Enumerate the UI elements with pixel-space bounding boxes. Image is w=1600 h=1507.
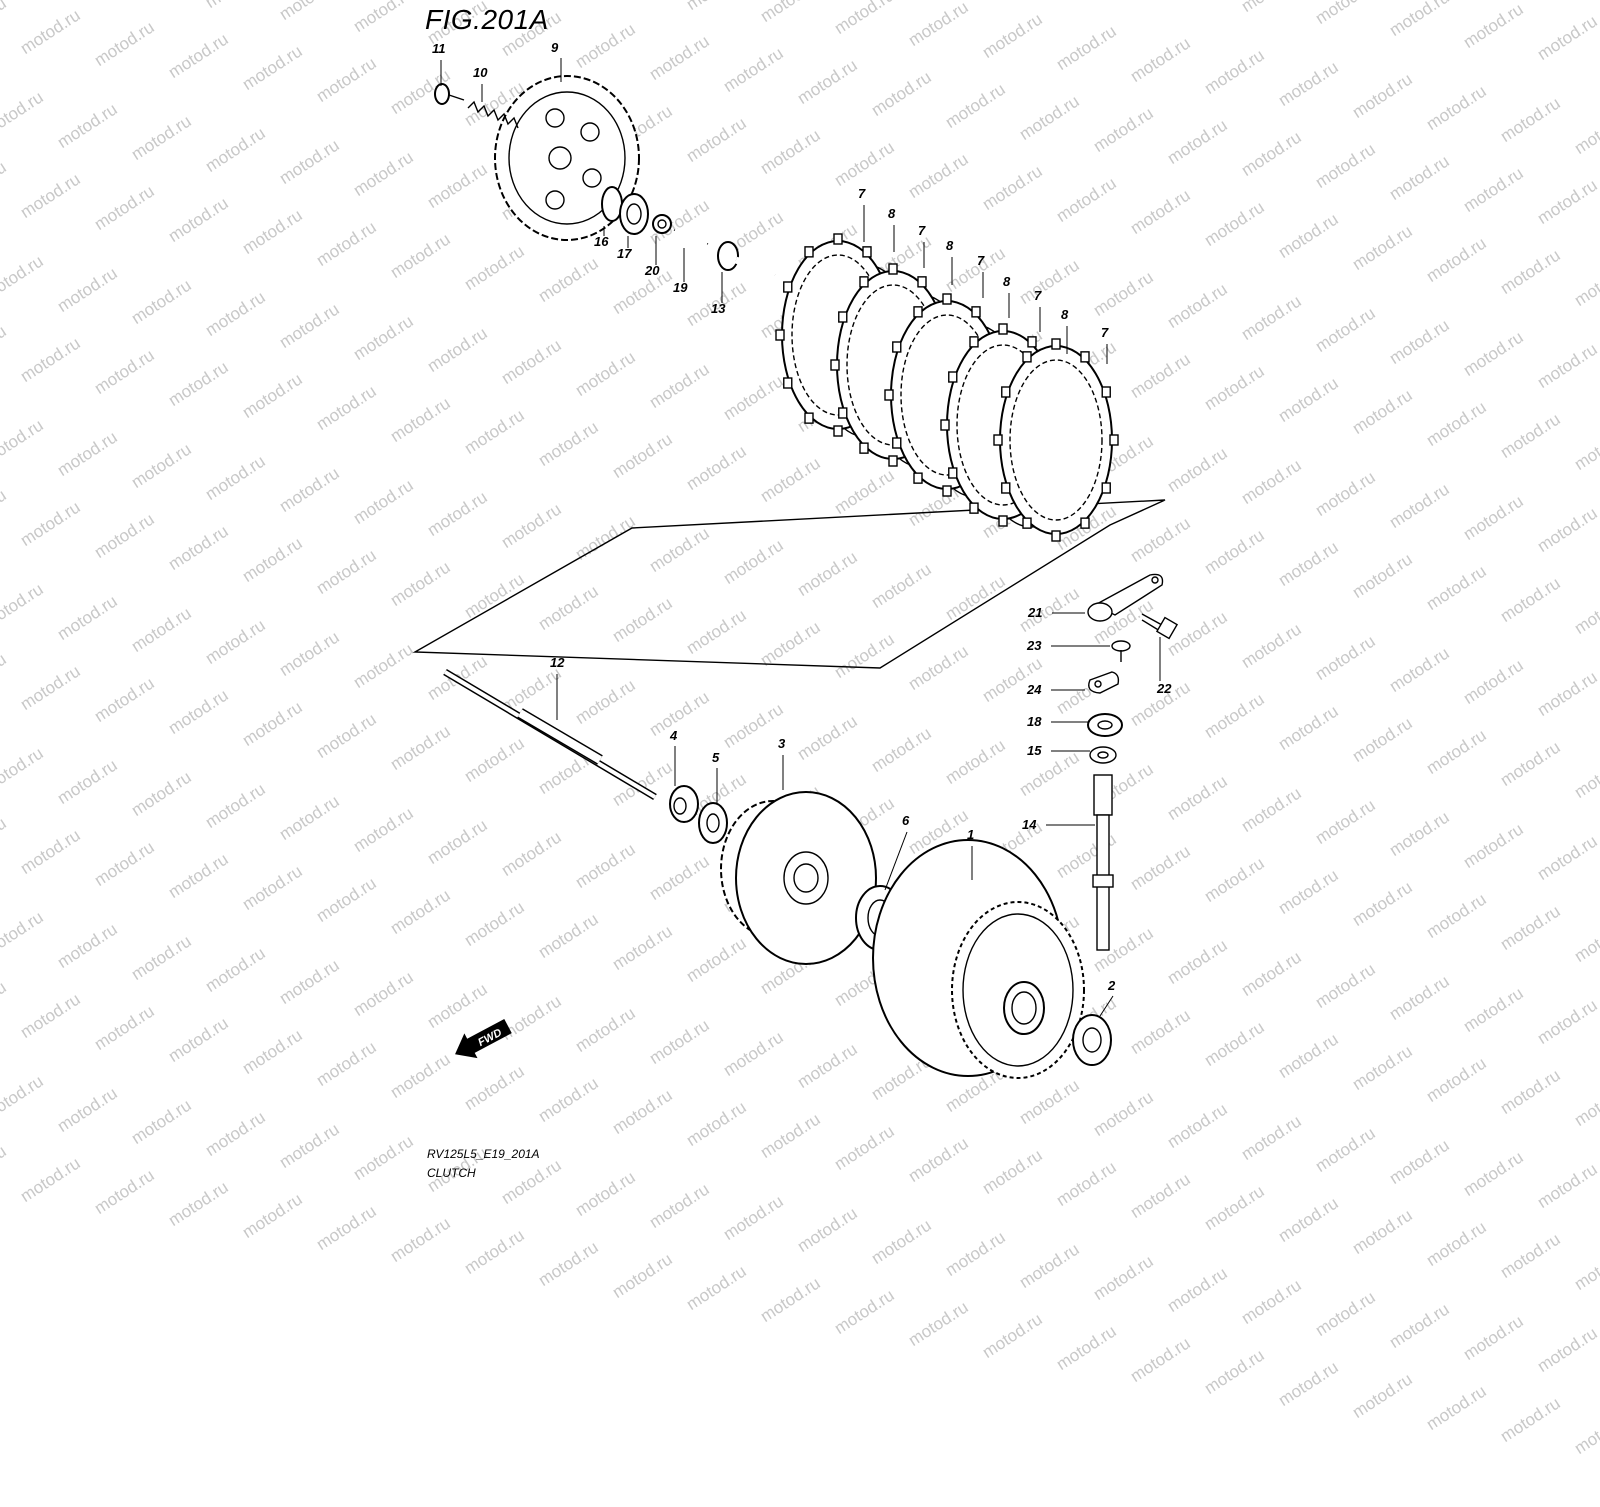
callout-part-17[interactable]: 17 (617, 246, 632, 261)
watermark: motod.ru (905, 1297, 972, 1350)
watermark: motod.ru (1275, 1357, 1342, 1410)
watermark: motod.ru (1275, 1193, 1342, 1246)
callout-part-8[interactable]: 8 (946, 238, 954, 253)
watermark: motod.ru (1497, 1393, 1564, 1446)
watermark: motod.ru (979, 1309, 1046, 1362)
watermark: motod.ru (387, 1213, 454, 1266)
callout-part-24[interactable]: 24 (1026, 682, 1042, 697)
callout-part-3[interactable]: 3 (778, 736, 786, 751)
watermark: motod.ru (609, 1249, 676, 1302)
part-15-washer[interactable] (1089, 746, 1117, 764)
figure-title: FIG.201A (425, 4, 549, 35)
callout-part-5[interactable]: 5 (712, 750, 720, 765)
watermark: motod.ru (1423, 1217, 1490, 1270)
watermark: motod.ru (1534, 1323, 1600, 1376)
watermark: motod.ru (1016, 1239, 1083, 1292)
callout-part-15[interactable]: 15 (1027, 743, 1042, 758)
callout-part-7[interactable]: 7 (1101, 325, 1109, 340)
watermark: motod.ru (831, 1285, 898, 1338)
watermark: motod.ru (1201, 1345, 1268, 1398)
callout-part-13[interactable]: 13 (711, 301, 726, 316)
callout-part-11[interactable]: 11 (432, 41, 446, 56)
callout-part-23[interactable]: 23 (1026, 638, 1042, 653)
watermark: motod.ru (1238, 1275, 1305, 1328)
callout-part-2[interactable]: 2 (1107, 978, 1116, 993)
part-14-release-shaft[interactable] (1092, 774, 1114, 951)
callout-part-7[interactable]: 7 (918, 223, 926, 238)
watermark: motod.ru (1497, 1229, 1564, 1282)
callout-part-8[interactable]: 8 (1003, 274, 1011, 289)
part-1-clutch-housing[interactable] (872, 839, 1085, 1079)
callout-part-21[interactable]: 21 (1027, 605, 1042, 620)
part-16-washer[interactable] (601, 186, 623, 222)
watermark: motod.ru (1460, 1311, 1527, 1364)
part-4-nut[interactable] (669, 785, 699, 823)
watermark: motod.ru (1349, 1369, 1416, 1422)
watermark: motod.ru (794, 1203, 861, 1256)
watermark: motod.ru (1090, 1251, 1157, 1304)
watermark: motod.ru (1053, 1321, 1120, 1374)
part-2-thrust-washer[interactable] (1072, 1014, 1112, 1066)
callout-part-1[interactable]: 1 (967, 827, 974, 842)
callout-part-10[interactable]: 10 (473, 65, 488, 80)
watermark: motod.ru (1423, 1381, 1490, 1434)
watermark: motod.ru (461, 1225, 528, 1278)
watermark: motod.ru (1349, 1205, 1416, 1258)
watermark: motod.ru (757, 1273, 824, 1326)
watermark: motod.ru (1571, 1241, 1600, 1294)
watermark: motod.ru (313, 1201, 380, 1254)
callout-part-7[interactable]: 7 (977, 253, 985, 268)
part-23-screw[interactable] (1111, 640, 1131, 662)
callout-part-14[interactable]: 14 (1022, 817, 1037, 832)
part-22-bolt[interactable] (1141, 613, 1179, 640)
watermark: motod.ru (1127, 1333, 1194, 1386)
callout-part-12[interactable]: 12 (550, 655, 565, 670)
part-10-clutch-spring[interactable] (467, 100, 519, 129)
part-24-stopper[interactable] (1088, 671, 1120, 694)
part-3-clutch-sleeve-hub[interactable] (720, 791, 877, 965)
callout-part-6[interactable]: 6 (902, 813, 910, 828)
clutch-exploded-diagram: FWD 123456777778888910111213141516171819… (412, 40, 1179, 1079)
watermark: motod.ru (1312, 1287, 1379, 1340)
part-11-bolt[interactable] (434, 83, 465, 105)
callout-part-19[interactable]: 19 (673, 280, 688, 295)
watermark: motod.ru (1386, 1299, 1453, 1352)
leader-line-part-2 (1099, 995, 1114, 1017)
watermark: motod.ru (535, 1237, 602, 1290)
watermark: motod.ru (683, 1261, 750, 1314)
callout-part-8[interactable]: 8 (888, 206, 896, 221)
clutch-plates-stack[interactable] (775, 233, 1119, 542)
part-20-nut[interactable] (652, 214, 672, 234)
callout-part-7[interactable]: 7 (858, 186, 866, 201)
callout-part-8[interactable]: 8 (1061, 307, 1069, 322)
callout-part-16[interactable]: 16 (594, 234, 609, 249)
section-name: CLUTCH (427, 1166, 476, 1180)
watermark: motod.ru (942, 1227, 1009, 1280)
plate-group-frame (412, 499, 1166, 669)
model-code: RV125L5_E19_201A (427, 1147, 540, 1161)
part-19-adjusting-screw[interactable] (673, 228, 709, 246)
fwd-direction-arrow: FWD (455, 1018, 512, 1059)
leader-line-part-6 (884, 831, 908, 891)
callout-part-20[interactable]: 20 (644, 263, 660, 278)
watermark: motod.ru (1164, 1263, 1231, 1316)
watermark: motod.ru (1571, 1405, 1600, 1458)
callout-part-4[interactable]: 4 (669, 728, 678, 743)
part-12-push-rod[interactable] (443, 668, 657, 801)
callout-part-22[interactable]: 22 (1156, 681, 1172, 696)
callout-part-7[interactable]: 7 (1034, 288, 1042, 303)
part-18-oil-seal[interactable] (1087, 713, 1123, 737)
part-21-release-lever[interactable] (1087, 573, 1164, 622)
part-17-bearing[interactable] (619, 193, 649, 235)
callout-part-18[interactable]: 18 (1027, 714, 1042, 729)
part-7-drive-plate[interactable] (993, 338, 1119, 542)
callout-part-9[interactable]: 9 (551, 40, 559, 55)
watermark: motod.ru (868, 1215, 935, 1268)
fwd-label: FWD (476, 1027, 504, 1049)
part-13-push-piece[interactable] (717, 241, 777, 279)
part-5-washer[interactable] (698, 802, 728, 844)
